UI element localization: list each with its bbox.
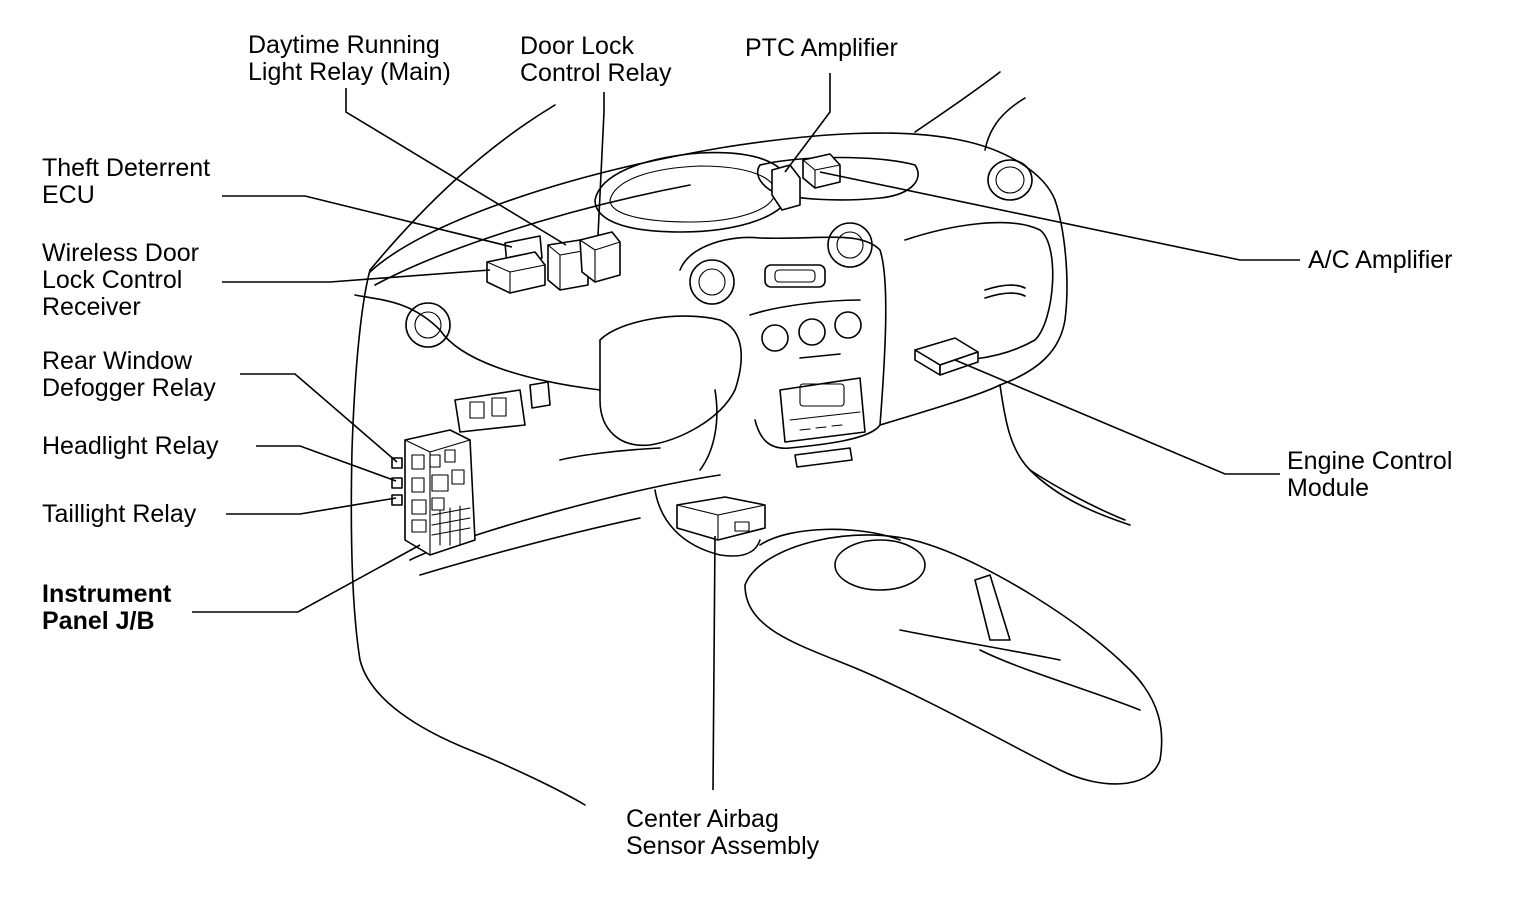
leader-door-lock-relay (597, 92, 605, 237)
label-line: Control Relay (520, 59, 672, 87)
label-door-lock-relay: Door Lock Control Relay (520, 33, 671, 87)
leader-rear-window-relay (240, 373, 398, 463)
label-line: Center Airbag (626, 805, 779, 833)
label-line: Defogger Relay (42, 374, 216, 402)
label-line: Instrument (42, 580, 172, 608)
label-headlight-relay: Headlight Relay (42, 433, 219, 460)
leader-engine-control-module (954, 359, 1280, 475)
label-line: Sensor Assembly (626, 832, 820, 860)
leader-headlight-relay (256, 445, 397, 482)
label-rear-window-defogger-relay: Rear Window Defogger Relay (42, 348, 216, 402)
leader-center-airbag-sensor (712, 535, 716, 791)
label-taillight-relay: Taillight Relay (42, 501, 196, 528)
label-line: PTC Amplifier (745, 34, 898, 62)
label-center-airbag-sensor: Center Airbag Sensor Assembly (626, 806, 819, 860)
leader-lines (192, 73, 1300, 791)
leader-wireless-receiver (222, 269, 491, 283)
label-daytime-running-relay: Daytime Running Light Relay (Main) (248, 32, 451, 86)
wireless-receiver-box (486, 251, 546, 294)
label-wireless-door-lock-receiver: Wireless Door Lock Control Receiver (42, 240, 199, 321)
leader-ac-amplifier (819, 171, 1300, 261)
leader-instrument-panel-jb (192, 544, 421, 613)
engine-control-module-box (914, 337, 979, 376)
label-line: Receiver (42, 293, 141, 321)
leader-ptc-amplifier (784, 73, 831, 173)
label-line: Headlight Relay (42, 432, 219, 460)
instrument-panel-jb-box (391, 429, 476, 556)
label-line: Rear Window (42, 347, 193, 375)
leader-daytime-running-relay (345, 88, 567, 246)
label-line: Taillight Relay (42, 500, 197, 528)
label-ac-amplifier: A/C Amplifier (1308, 247, 1452, 274)
label-line: Door Lock (520, 32, 634, 60)
leader-taillight-relay (226, 497, 397, 515)
label-line: Engine Control (1287, 447, 1453, 475)
label-line: Theft Deterrent (42, 154, 211, 182)
label-instrument-panel-jb: Instrument Panel J/B (42, 581, 171, 635)
label-line: Panel J/B (42, 607, 155, 635)
leader-theft-deterrent (222, 195, 513, 248)
drl-relay-box (547, 239, 589, 291)
door-lock-relay-box (579, 231, 621, 283)
dashboard-outline (350, 71, 1163, 806)
center-airbag-sensor-box (676, 496, 766, 541)
label-engine-control-module: Engine Control Module (1287, 448, 1452, 502)
label-line: Daytime Running (248, 31, 440, 59)
label-line: A/C Amplifier (1308, 246, 1453, 274)
label-line: Wireless Door (42, 239, 199, 267)
label-line: Module (1287, 474, 1369, 502)
label-line: Lock Control (42, 266, 183, 294)
label-line: ECU (42, 181, 95, 209)
label-theft-deterrent-ecu: Theft Deterrent ECU (42, 155, 210, 209)
label-ptc-amplifier: PTC Amplifier (745, 35, 898, 62)
ac-amplifier-box (802, 153, 841, 189)
label-line: Light Relay (Main) (248, 58, 451, 86)
